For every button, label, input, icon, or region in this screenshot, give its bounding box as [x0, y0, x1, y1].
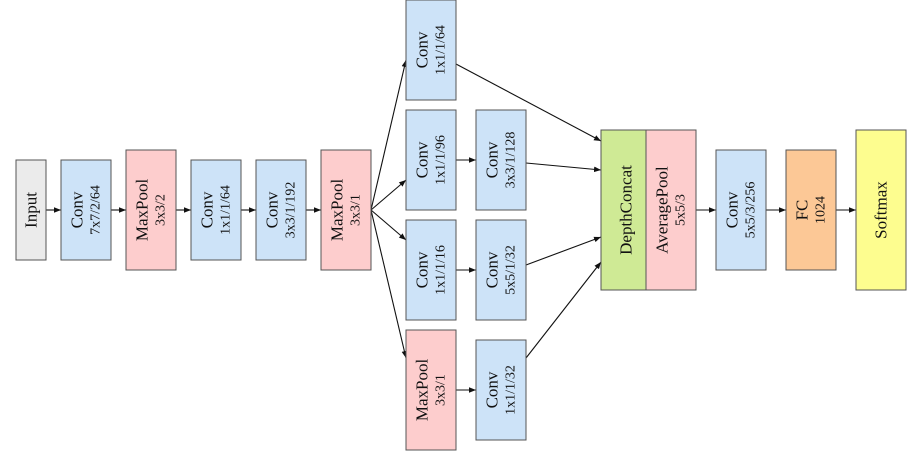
edge-b4conv-to-concat — [525, 261, 602, 359]
node-title: MaxPool — [133, 179, 152, 242]
edge-maxpool2-to-b4pool — [370, 209, 408, 359]
node-title: AveragePool — [653, 166, 672, 254]
node-input: Input — [15, 159, 47, 261]
node-title: Conv — [413, 31, 432, 68]
node-param: 5x5/3/256 — [744, 182, 759, 239]
node-param: 5x5/1/32 — [504, 245, 519, 295]
node-box — [475, 109, 527, 211]
node-box — [475, 339, 527, 441]
node-param: 3x3/1/128 — [504, 132, 519, 189]
node-param: 3x3/1 — [434, 374, 449, 406]
node-param: 1x1/1/32 — [504, 365, 519, 415]
node-box — [255, 159, 307, 261]
node-box — [190, 159, 242, 261]
node-box — [15, 159, 47, 261]
edge-maxpool2-to-b3conv1 — [370, 209, 407, 241]
node-box — [715, 149, 767, 271]
node-title: Conv — [263, 191, 282, 228]
node-box — [60, 159, 112, 261]
node-param: 5x5/3 — [674, 194, 689, 226]
edge-b3conv2-to-concat — [525, 236, 602, 266]
node-title: Conv — [413, 141, 432, 178]
node-param: 1x1/1/16 — [434, 245, 449, 295]
edge-maxpool2-to-b1conv — [370, 59, 408, 211]
node-title: FC — [793, 200, 812, 221]
node-title: Conv — [483, 141, 502, 178]
edge-b2conv2-to-concat — [525, 162, 602, 173]
node-param: 3x3/1 — [349, 194, 364, 226]
node-concat: DepthConcat — [600, 129, 652, 291]
node-softmax: Softmax — [855, 129, 907, 291]
node-title: Conv — [483, 251, 502, 288]
node-title: Conv — [413, 251, 432, 288]
node-box — [855, 129, 907, 291]
node-title: Conv — [198, 191, 217, 228]
node-title: Input — [22, 192, 41, 228]
node-box — [125, 149, 177, 271]
node-param: 1x1/1/64 — [434, 25, 449, 75]
edges-layer — [46, 59, 856, 393]
node-box — [600, 129, 652, 291]
node-box — [475, 219, 527, 321]
node-box — [645, 129, 697, 291]
node-box — [405, 0, 457, 101]
node-title: DepthConcat — [617, 165, 636, 255]
edge-b1conv-to-concat — [455, 63, 602, 142]
node-box — [785, 149, 837, 271]
node-param: 1024 — [814, 196, 829, 224]
node-param: 3x3/1/192 — [284, 182, 299, 239]
node-box — [405, 219, 457, 321]
edge-maxpool2-to-b2conv1 — [370, 179, 407, 211]
node-box — [405, 329, 457, 451]
node-param: 1x1/1/96 — [434, 135, 449, 185]
node-param: 7x7/2/64 — [89, 185, 104, 235]
node-title: Softmax — [872, 181, 891, 239]
node-title: MaxPool — [413, 359, 432, 422]
node-title: Conv — [723, 191, 742, 228]
node-title: Conv — [68, 191, 87, 228]
node-title: MaxPool — [328, 179, 347, 242]
node-param: 1x1/1/64 — [219, 185, 234, 235]
node-title: Conv — [483, 371, 502, 408]
node-param: 3x3/2 — [154, 194, 169, 226]
node-box — [320, 149, 372, 271]
node-box — [405, 109, 457, 211]
